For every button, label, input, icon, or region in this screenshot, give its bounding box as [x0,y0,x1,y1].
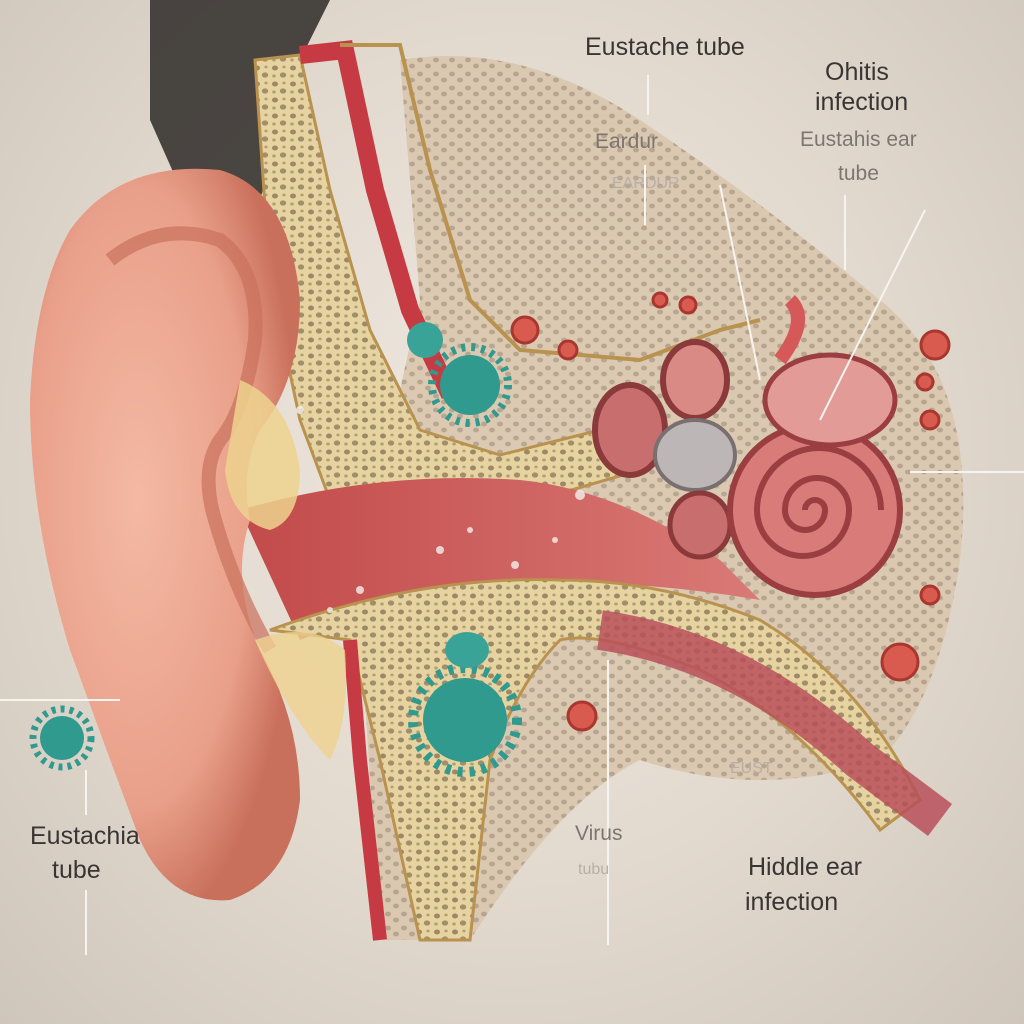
label-ohitis-infection: infection [815,88,909,116]
label-eustahis-tube: tube [838,162,879,185]
blood-cells [510,291,951,732]
virus-icon [407,322,443,358]
ossicle-icon [592,339,737,560]
virus-icon [428,343,512,427]
label-ghost-bottom: EUST [730,760,773,777]
label-leader-lines [0,75,1024,955]
label-eustachia: Eustachia [30,822,140,850]
label-eardur: Eardur [595,130,659,153]
label-ohitis: Ohitis [825,58,889,86]
label-eustahis-ear: Eustahis ear [800,128,917,151]
virus-icon [445,632,489,668]
virus-icon [408,663,522,777]
ear-tragus-cartilage [225,380,300,530]
label-eustachia-tube: tube [52,856,101,884]
label-virus: Virus [575,822,623,845]
label-middle-ear-infection: infection [745,888,839,916]
eustachian-tube-shape [597,610,952,836]
label-middle-ear: Hiddle ear [748,853,862,881]
label-virus-tubu: tubu [578,861,610,878]
label-eardur-ghost: EARDUR [612,175,680,192]
outer-ear [30,168,300,901]
lower-canal-lining [343,639,387,941]
label-eustache-tube: Eustache tube [585,33,745,61]
fluid-droplets [296,406,585,613]
cochlea-icon [727,295,903,598]
virus-icon [29,705,95,771]
